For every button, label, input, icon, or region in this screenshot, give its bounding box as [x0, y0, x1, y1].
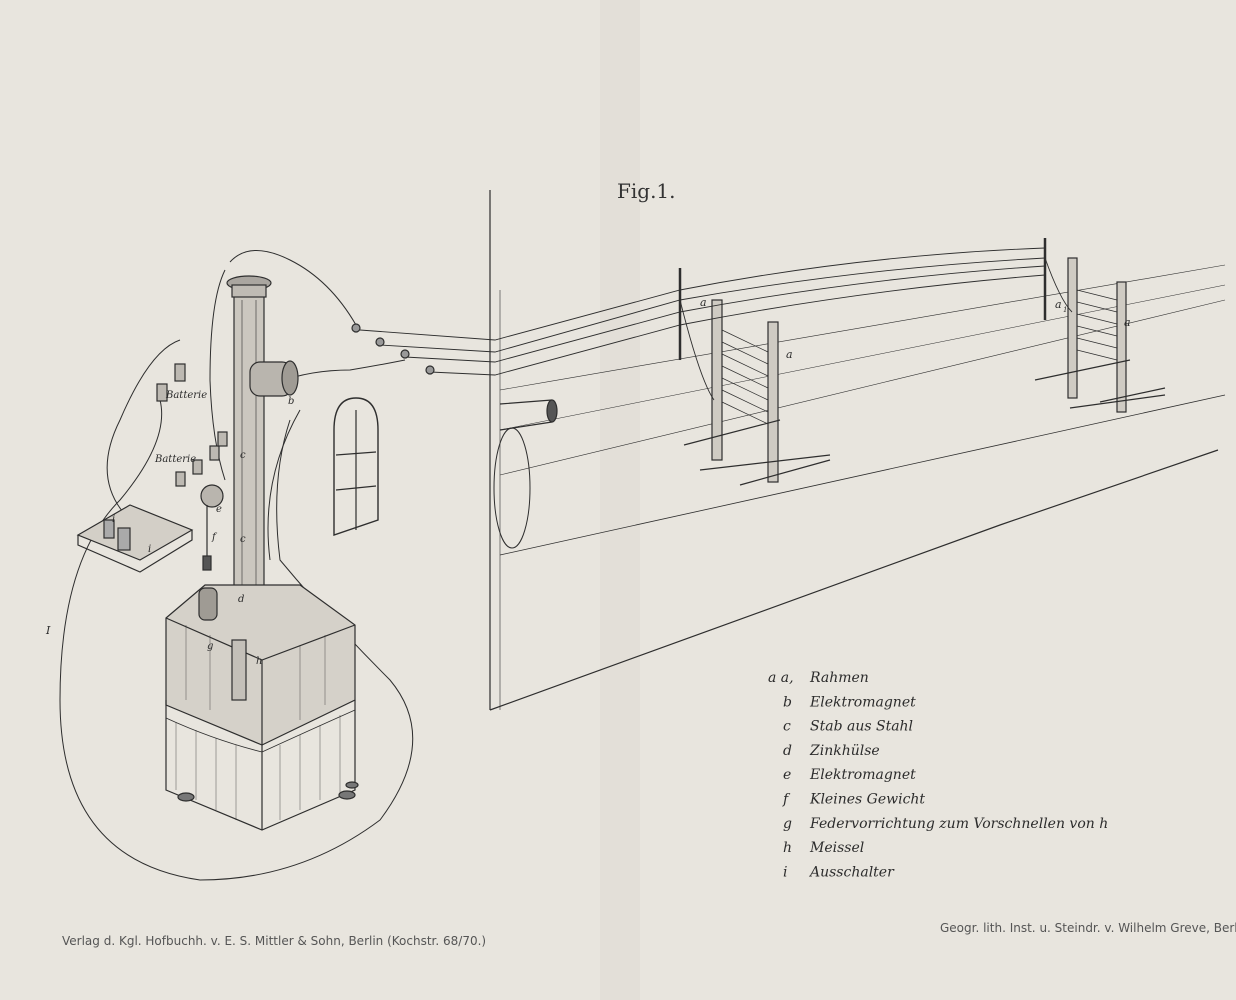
legend-key: i: [783, 864, 787, 880]
legend-key: f: [782, 792, 791, 808]
legend-key: g: [783, 816, 792, 832]
wall-insulators: [351, 323, 435, 375]
legend-text: Zinkhülse: [809, 743, 880, 759]
label-e: e: [216, 504, 222, 515]
footer-lithographer: Geogr. lith. Inst. u. Steindr. v. Wilhel…: [940, 921, 1236, 935]
figure-title: Fig.1.: [617, 179, 676, 203]
base-block: [165, 584, 356, 831]
leveling-feet: [177, 781, 359, 802]
label-subscript-1: 1: [1063, 306, 1067, 314]
footer-publisher: Verlag d. Kgl. Hofbuchh. v. E. S. Mittle…: [62, 934, 486, 948]
switch-board-i: [76, 504, 194, 573]
label-i-lower: i: [148, 544, 151, 555]
label-f: f: [211, 532, 218, 543]
legend-text: Elektromagnet: [809, 694, 916, 710]
legend-key: c: [783, 719, 791, 735]
label-batterie-lower: Batterie: [154, 454, 196, 465]
label-a1-pole: a: [1055, 298, 1062, 311]
label-i-upper: i: [112, 514, 115, 525]
page-fold: [600, 0, 640, 1000]
label-h: h: [256, 656, 262, 667]
legend-key: d: [783, 743, 792, 759]
electromagnet-b: [249, 360, 299, 397]
arched-window: [333, 397, 379, 536]
label-wire-I: I: [45, 624, 51, 637]
electromagnet-e: [200, 484, 224, 571]
label-c-lower: c: [240, 534, 246, 545]
label-a1-frame: a: [1124, 316, 1131, 329]
overhead-wires: [359, 247, 1073, 401]
label-d: d: [238, 594, 244, 605]
legend-key: a a,: [768, 670, 794, 686]
label-c-upper: c: [240, 450, 246, 461]
legend-text: Kleines Gewicht: [809, 792, 925, 808]
building-base-edge: [489, 449, 1219, 711]
steel-rod-column: [226, 275, 272, 627]
legend-text: Ausschalter: [808, 864, 895, 880]
frame-a1: [1034, 257, 1166, 413]
label-batterie-upper: Batterie: [165, 390, 207, 401]
legend-key: h: [783, 840, 792, 856]
label-a-pole: a: [700, 296, 707, 309]
batteries: [156, 363, 228, 487]
label-a-frame: a: [786, 348, 793, 361]
legend-key: e: [783, 767, 791, 783]
frame-a: [683, 299, 831, 486]
legend-text: Federvorrichtung zum Vorschnellen von h: [809, 816, 1108, 832]
legend-text: Elektromagnet: [809, 767, 916, 783]
legend-key: b: [783, 694, 792, 710]
roller-cylinder: [493, 399, 558, 549]
label-b: b: [288, 396, 294, 407]
legend-text: Rahmen: [809, 670, 869, 686]
label-g: g: [207, 641, 213, 652]
legend-text: Stab aus Stahl: [810, 719, 913, 735]
legend-text: Meissel: [809, 840, 864, 856]
